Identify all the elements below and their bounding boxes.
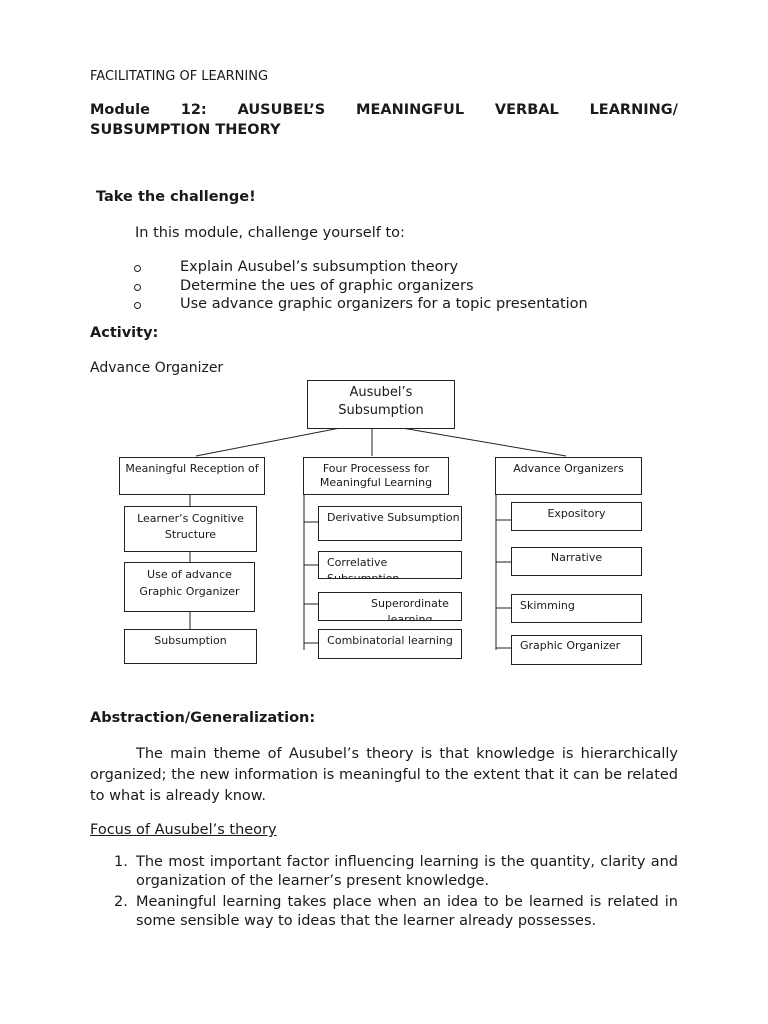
title-word: MEANINGFUL (356, 102, 465, 118)
focus-list: 1.The most important factor influencing … (90, 853, 678, 933)
title-word: VERBAL (494, 102, 559, 118)
document-header: FACILITATING OF LEARNING (90, 69, 269, 84)
activity-heading: Activity: (90, 325, 159, 341)
col2-head-node: Four Processess for Meaningful Learning (303, 457, 449, 495)
activity-label: Advance Organizer (90, 360, 224, 376)
col1-node: Learner’s Cognitive Structure (124, 506, 257, 552)
title-line-2: SUBSUMPTION THEORY (90, 122, 281, 138)
col3-node: Graphic Organizer (511, 635, 642, 665)
circle-bullet-icon (134, 302, 141, 309)
col2-node: Derivative Subsumption (318, 506, 462, 541)
circle-bullet-icon (134, 283, 141, 291)
abstraction-paragraph: The main theme of Ausubel’s theory is th… (90, 746, 678, 804)
col1-node: Subsumption (124, 629, 257, 664)
list-item: Use advance graphic organizers for a top… (134, 295, 588, 314)
col1-head-node: Meaningful Reception of (119, 457, 265, 495)
focus-heading: Focus of Ausubel’s theory (90, 822, 277, 838)
module-title: Module 12: AUSUBEL’S MEANINGFUL VERBAL L… (90, 100, 678, 140)
col3-head-node: Advance Organizers (495, 457, 642, 495)
col3-node: Skimming (511, 594, 642, 623)
challenge-intro: In this module, challenge yourself to: (135, 225, 405, 241)
title-word: LEARNING/ (589, 102, 678, 118)
col1-node: Use of advance Graphic Organizer (124, 562, 255, 612)
col2-node: Superordinate learning (318, 592, 462, 621)
abstraction-heading: Abstraction/Generalization: (90, 710, 316, 726)
title-word: 12: (180, 102, 207, 118)
challenge-list: Explain Ausubel’s subsumption theory Det… (134, 258, 588, 314)
circle-bullet-icon (134, 265, 141, 272)
col3-node: Expository (511, 502, 642, 531)
list-item: 1.The most important factor influencing … (114, 854, 678, 889)
col3-node: Narrative (511, 547, 642, 576)
list-item: Explain Ausubel’s subsumption theory (134, 258, 588, 277)
title-word: Module (90, 102, 150, 118)
list-item: Determine the ues of graphic organizers (134, 277, 588, 296)
list-item: 2.Meaningful learning takes place when a… (114, 894, 678, 929)
diagram-root-node: Ausubel’s Subsumption (307, 380, 455, 429)
title-word: AUSUBEL’S (237, 102, 326, 118)
diagram-connectors (189, 427, 567, 650)
col2-node: Correlative Subsumption (318, 551, 462, 579)
challenge-heading: Take the challenge! (96, 189, 256, 205)
col2-node: Combinatorial learning (318, 629, 462, 659)
